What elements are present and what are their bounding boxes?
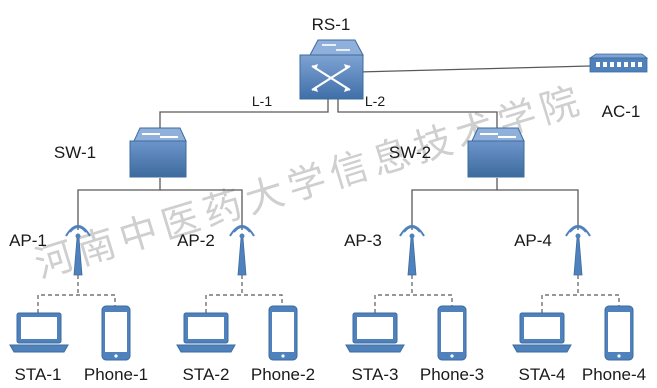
wlan-ap1-clients — [37, 294, 116, 313]
station-label-sta1: STA-1 — [15, 365, 62, 384]
wireless-links — [37, 275, 620, 313]
laptop-icon-sta1 — [9, 312, 69, 353]
switch-icon-sw2 — [467, 127, 525, 178]
wlan-ap4-clients — [541, 294, 620, 313]
laptop-icon-sta2 — [176, 312, 236, 353]
laptop-icon-sta3 — [345, 312, 405, 353]
access-point-icon-ap1 — [65, 225, 91, 276]
access-point-label-ap3: AP-3 — [344, 231, 382, 250]
link-core-controller — [357, 65, 591, 73]
switch-icon-sw1 — [129, 127, 187, 178]
access-point-icon-ap4 — [565, 225, 591, 276]
phone-label-phone2: Phone-2 — [251, 365, 315, 384]
phone-icon-phone4 — [604, 305, 634, 361]
access-point-label-ap2: AP-2 — [177, 231, 215, 250]
link-sw2-ap3 — [411, 178, 498, 230]
wlan-ap2-clients — [205, 294, 283, 313]
access-controller-icon — [588, 53, 649, 73]
access-point-icon-ap3 — [399, 225, 425, 276]
phone-icon-phone1 — [101, 305, 131, 361]
core-switch-icon — [299, 39, 364, 100]
link-l1 — [159, 98, 329, 132]
phone-label-phone3: Phone-3 — [420, 365, 484, 384]
link-l2-label: L-2 — [365, 93, 385, 109]
wired-links — [77, 65, 591, 230]
watermark-text: 河南中医药大学信息技术学院 — [30, 77, 590, 286]
laptop-icon-sta4 — [512, 312, 572, 353]
station-label-sta3: STA-3 — [352, 365, 399, 384]
phone-label-phone1: Phone-1 — [84, 365, 148, 384]
link-sw1-ap1 — [77, 178, 161, 230]
core-switch-label: RS-1 — [312, 15, 351, 34]
phone-label-phone4: Phone-4 — [582, 365, 646, 384]
phone-icon-phone2 — [268, 305, 298, 361]
link-l2 — [337, 98, 498, 132]
wlan-ap3-clients — [374, 294, 453, 313]
phone-icon-phone3 — [437, 305, 467, 361]
access-point-label-ap4: AP-4 — [514, 231, 552, 250]
link-sw2-ap4 — [497, 189, 579, 230]
switch-label-sw2: SW-2 — [389, 143, 431, 162]
station-label-sta2: STA-2 — [183, 365, 230, 384]
link-l1-label: L-1 — [252, 93, 272, 109]
access-point-icon-ap2 — [229, 225, 255, 276]
station-label-sta4: STA-4 — [519, 365, 566, 384]
switch-label-sw1: SW-1 — [54, 143, 96, 162]
access-point-label-ap1: AP-1 — [9, 231, 47, 250]
link-sw1-ap2 — [160, 189, 243, 230]
controller-label: AC-1 — [602, 102, 641, 121]
